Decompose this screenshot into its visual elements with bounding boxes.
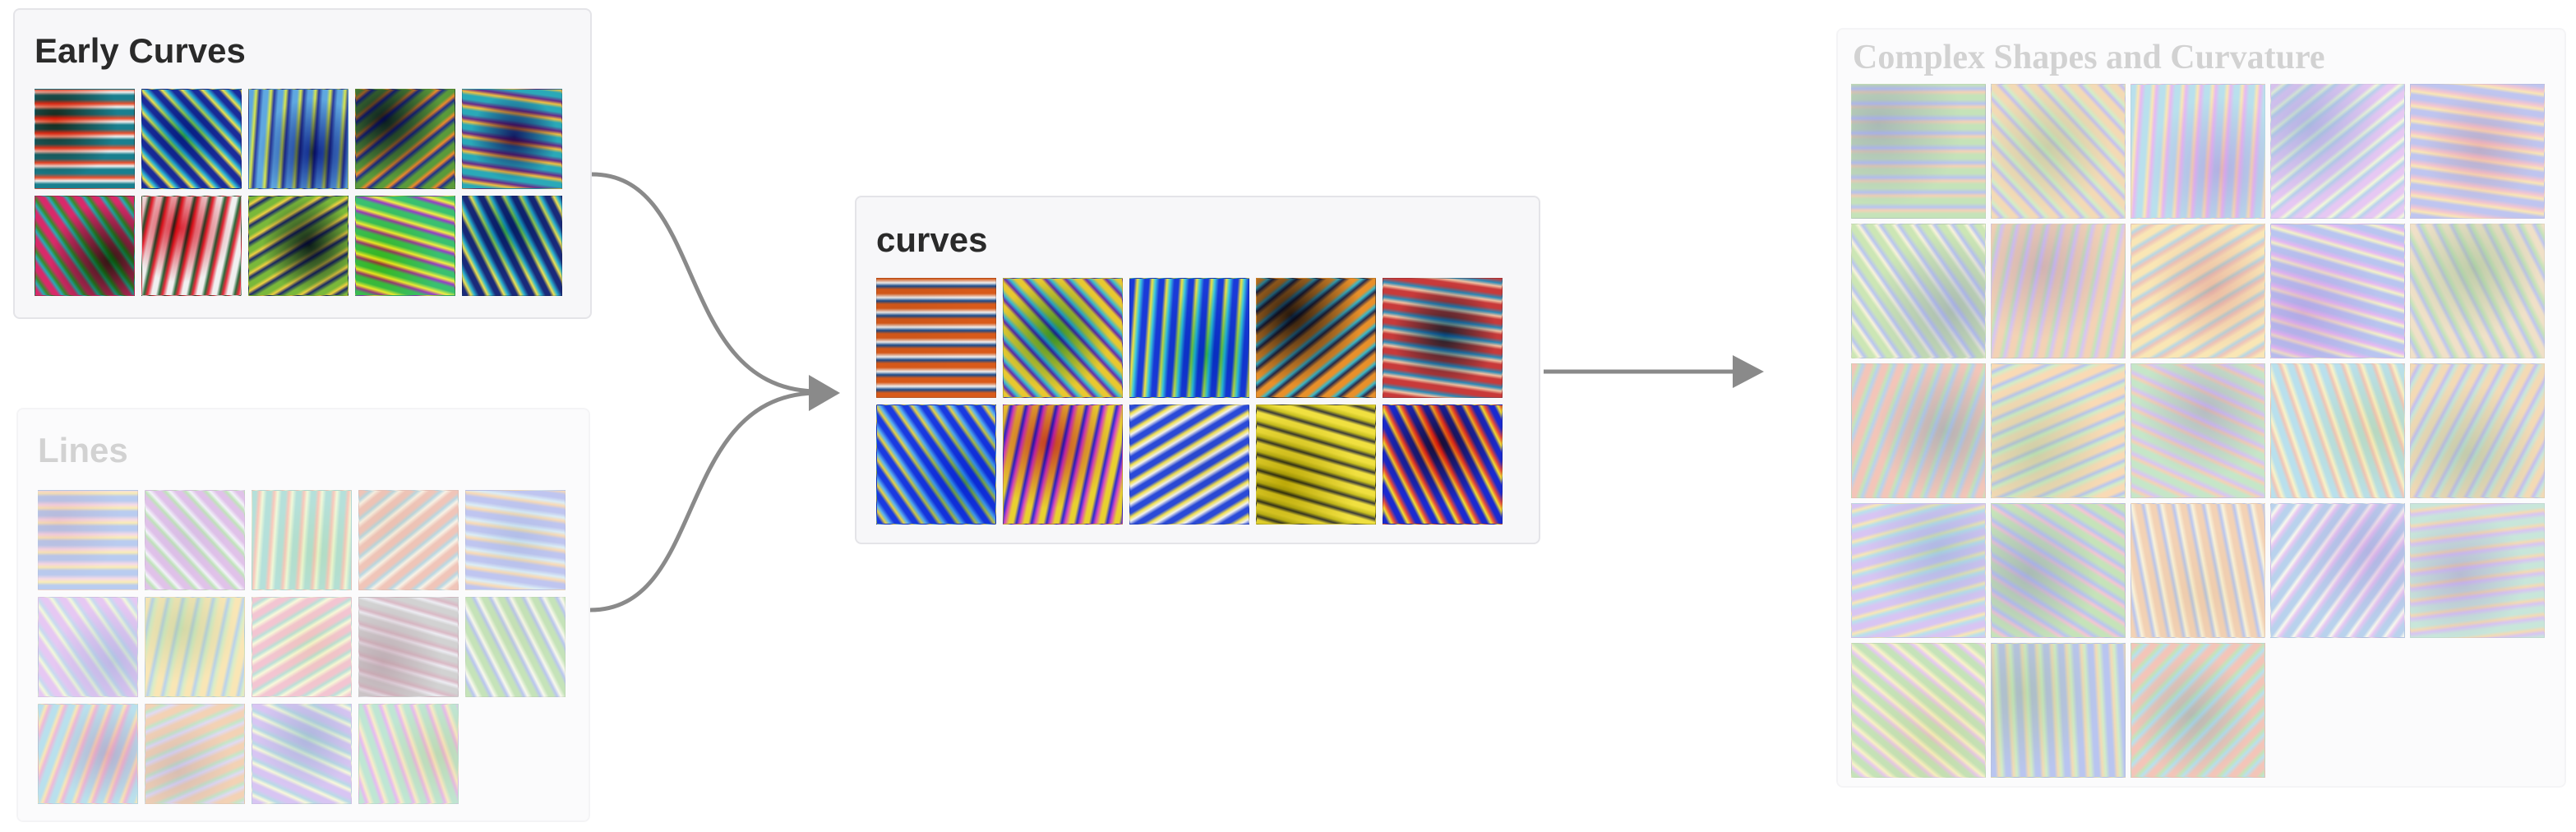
feature-tile <box>2270 503 2405 638</box>
edge-lines-to-curves <box>589 391 815 612</box>
feature-tile <box>248 196 349 296</box>
feature-tile <box>38 704 138 804</box>
feature-tile <box>2410 84 2545 219</box>
feature-tile <box>1851 224 1986 358</box>
feature-tile <box>355 89 455 189</box>
feature-tile <box>38 490 138 590</box>
feature-tile <box>2410 224 2545 358</box>
panel-title-curves: curves <box>876 220 988 259</box>
panel-title-lines: Lines <box>38 431 128 469</box>
panel-lines: Lines <box>16 408 590 822</box>
feature-tile <box>1129 278 1249 398</box>
feature-tile <box>358 597 459 697</box>
feature-tile <box>1383 404 1503 525</box>
feature-tile <box>2131 363 2265 498</box>
feature-tile <box>145 704 245 804</box>
feature-tile <box>2131 84 2265 219</box>
feature-tile <box>248 89 349 189</box>
feature-tile <box>35 196 135 296</box>
feature-tile <box>355 196 455 296</box>
panel-title-early-curves: Early Curves <box>35 31 246 70</box>
feature-tile <box>35 89 135 189</box>
edge-early-curves-to-curves <box>591 172 815 394</box>
tile-grid-early-curves <box>35 89 562 296</box>
feature-tile <box>2131 643 2265 778</box>
panel-complex-shapes: Complex Shapes and Curvature <box>1836 28 2566 788</box>
feature-tile <box>141 89 242 189</box>
feature-tile <box>1851 643 1986 778</box>
feature-tile <box>1851 84 1986 219</box>
feature-tile <box>462 196 562 296</box>
feature-tile <box>1256 404 1376 525</box>
feature-tile <box>465 490 566 590</box>
feature-tile <box>2270 224 2405 358</box>
feature-tile <box>358 704 459 804</box>
feature-tile <box>876 404 996 525</box>
feature-tile <box>2270 363 2405 498</box>
feature-tile <box>252 597 352 697</box>
feature-tile <box>1129 404 1249 525</box>
feature-tile <box>876 278 996 398</box>
panel-early-curves: Early Curves <box>13 8 592 319</box>
tile-grid-lines <box>38 490 566 804</box>
feature-tile <box>1003 404 1123 525</box>
feature-tile <box>1991 84 2126 219</box>
feature-tile <box>1851 503 1986 638</box>
feature-tile <box>252 490 352 590</box>
feature-tile <box>462 89 562 189</box>
feature-tile <box>145 597 245 697</box>
tile-grid-complex-shapes <box>1851 84 2545 778</box>
arrowhead-into-curves <box>809 375 840 411</box>
feature-tile <box>2410 503 2545 638</box>
feature-tile <box>465 597 566 697</box>
feature-tile <box>1991 224 2126 358</box>
feature-tile <box>2270 84 2405 219</box>
feature-tile <box>358 490 459 590</box>
feature-tile <box>38 597 138 697</box>
feature-tile <box>1383 278 1503 398</box>
feature-tile <box>1256 278 1376 398</box>
feature-tile <box>2131 224 2265 358</box>
feature-tile <box>1991 363 2126 498</box>
feature-tile <box>2410 363 2545 498</box>
feature-tile <box>1991 643 2126 778</box>
feature-tile <box>2131 503 2265 638</box>
feature-tile <box>252 704 352 804</box>
panel-curves: curves <box>855 196 1540 544</box>
tile-grid-curves <box>876 278 1503 525</box>
panel-title-complex-shapes: Complex Shapes and Curvature <box>1853 39 2325 76</box>
feature-tile <box>141 196 242 296</box>
feature-tile <box>1003 278 1123 398</box>
feature-tile <box>1851 363 1986 498</box>
feature-tile <box>1991 503 2126 638</box>
arrowhead-into-complex <box>1733 355 1764 388</box>
feature-tile <box>145 490 245 590</box>
